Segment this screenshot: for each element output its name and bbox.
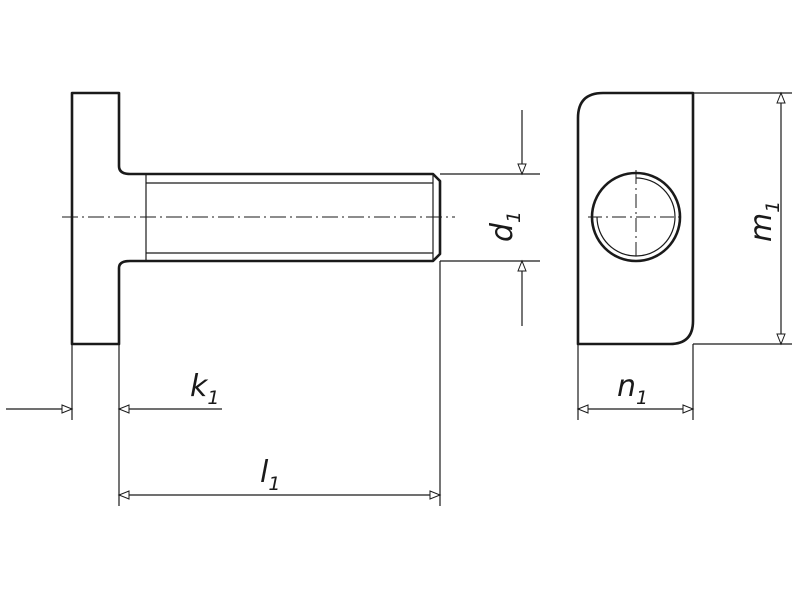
head-outline: [576, 91, 695, 346]
bolt-outline: [70, 91, 442, 346]
thread-arc: [596, 177, 676, 257]
bolt-side-view: [70, 91, 442, 346]
l1-label: l1: [260, 455, 280, 495]
extension-lines: [71, 92, 792, 506]
m1-label: m1: [744, 201, 784, 242]
d1-label: d1: [485, 211, 525, 242]
end-view-thread: [596, 177, 676, 257]
n1-label: n1: [617, 369, 648, 409]
end-view-centerlines: [588, 170, 684, 264]
k1-label: k1: [190, 369, 219, 409]
